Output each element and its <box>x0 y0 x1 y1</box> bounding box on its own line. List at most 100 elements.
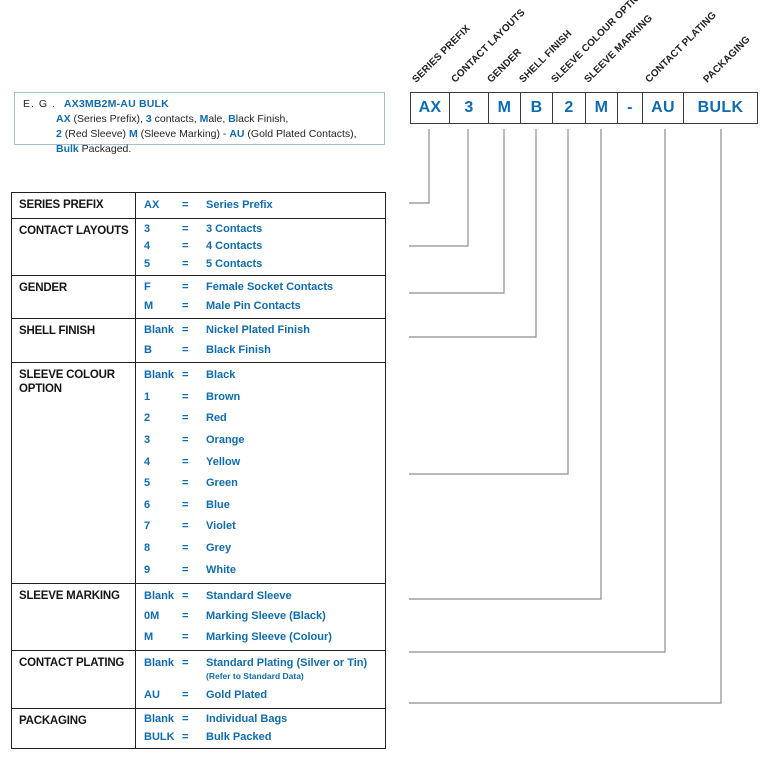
text-fragment: Packaged. <box>78 143 132 155</box>
row-description-text: 3 Contacts <box>206 223 263 236</box>
section-label: CONTACT LAYOUTS <box>12 219 136 275</box>
row-equals: = <box>182 369 189 382</box>
row-description-text: Male Pin Contacts <box>206 300 301 312</box>
row-code: Blank <box>144 324 174 337</box>
row-description-text: 4 Contacts <box>206 240 263 253</box>
example-label: E. G . <box>23 98 56 110</box>
table-row: AX=Series Prefix <box>144 199 385 212</box>
row-code: 0M <box>144 610 160 623</box>
example-box: E. G . AX3MB2M-AU BULK AX (Series Prefix… <box>14 92 385 155</box>
row-equals: = <box>182 631 189 644</box>
row-equals: = <box>182 563 189 576</box>
section-label: GENDER <box>12 276 136 318</box>
table-row: 7=Violet <box>144 520 385 533</box>
table-row: Blank=Standard Plating (Silver or Tin)(R… <box>144 657 385 681</box>
row-description: Gold Plated <box>206 689 385 702</box>
row-code: F <box>144 281 151 293</box>
part-code-cell: M <box>585 93 617 123</box>
table-row: 6=Blue <box>144 499 385 512</box>
row-equals: = <box>182 324 189 337</box>
table-row: M=Marking Sleeve (Colour) <box>144 631 385 644</box>
part-code-cell: 2 <box>552 93 585 123</box>
example-line-1: E. G . AX3MB2M-AU BULK <box>23 97 376 112</box>
section-label: CONTACT PLATING <box>12 651 136 708</box>
row-description-text: Brown <box>206 390 241 403</box>
row-code: Blank <box>144 657 174 669</box>
part-code-cell: AX <box>418 99 442 116</box>
table-row: 9=White <box>144 564 385 577</box>
connector-line <box>409 129 430 204</box>
table-row: Blank=Individual Bags <box>144 713 385 726</box>
row-code: 5 <box>144 257 151 270</box>
row-code: 4 <box>144 455 151 468</box>
row-equals: = <box>182 657 189 669</box>
row-equals: = <box>182 343 189 356</box>
row-equals: = <box>182 223 189 236</box>
text-fragment: ale, <box>208 113 229 125</box>
table-row: 1=Brown <box>144 391 385 404</box>
row-code: AU <box>144 689 160 701</box>
row-description-text: Marking Sleeve (Black) <box>206 610 326 623</box>
row-description: Series Prefix <box>206 199 385 212</box>
row-equals: = <box>182 689 189 701</box>
section-rows: Blank=Standard Plating (Silver or Tin)(R… <box>136 651 385 708</box>
row-description: Orange <box>206 434 385 447</box>
table-row: 3=3 Contacts <box>144 223 385 236</box>
table-row: 4=4 Contacts <box>144 240 385 253</box>
text-fragment: (Sleeve Marking) - <box>137 128 230 140</box>
row-description: Black Finish <box>206 344 385 357</box>
row-equals: = <box>182 520 189 533</box>
section-label: SLEEVE MARKING <box>12 584 136 650</box>
row-equals: = <box>182 589 189 602</box>
example-part-number: AX3MB2M-AU BULK <box>63 98 169 110</box>
table-row: 3=Orange <box>144 434 385 447</box>
row-description-text: Nickel Plated Finish <box>206 324 310 337</box>
text-fragment: (Gold Plated Contacts), <box>244 128 357 140</box>
row-equals: = <box>182 240 189 253</box>
row-description: Standard Sleeve <box>206 590 385 603</box>
text-fragment: (Series Prefix), <box>70 113 146 125</box>
row-description: Male Pin Contacts <box>206 300 385 313</box>
section-label: SHELL FINISH <box>12 319 136 362</box>
row-code: 3 <box>144 434 151 447</box>
connector-line <box>409 129 602 600</box>
row-description: Female Socket Contacts <box>206 281 385 294</box>
row-description-text: Gold Plated <box>206 689 268 701</box>
code-fragment: 2 <box>56 128 62 140</box>
part-code-cell: M <box>488 93 520 123</box>
code-fragment: AU <box>229 128 245 140</box>
row-description: Brown <box>206 391 385 404</box>
code-fragment: AX <box>56 113 71 125</box>
row-description-text: Red <box>206 412 227 425</box>
row-equals: = <box>182 477 189 490</box>
connector-line <box>409 129 537 338</box>
table-section: SERIES PREFIX AX=Series Prefix <box>12 193 385 218</box>
row-code: M <box>144 300 154 312</box>
row-description: Grey <box>206 542 385 555</box>
section-rows: AX=Series Prefix <box>136 193 385 218</box>
row-code: 5 <box>144 477 151 490</box>
table-row: 5 = Green <box>144 477 385 490</box>
section-label: SERIES PREFIX <box>12 193 136 218</box>
table-row: Blank=Black <box>144 369 385 382</box>
row-description: White <box>206 564 385 577</box>
code-fragment: M <box>199 113 209 125</box>
example-description-line-1: AX (Series Prefix), 3 contacts, Male, Bl… <box>56 112 376 127</box>
row-description-text: Green <box>206 477 238 490</box>
row-code: 1 <box>144 390 151 403</box>
row-code: AX <box>144 199 160 211</box>
row-equals: = <box>182 412 189 425</box>
row-equals: = <box>182 498 189 511</box>
row-description-text: Bulk Packed <box>206 730 272 743</box>
row-code: Blank <box>144 713 174 726</box>
row-description: Violet <box>206 520 385 533</box>
row-description-text: Standard Sleeve <box>206 589 292 602</box>
code-fragment: Bulk <box>56 143 79 155</box>
